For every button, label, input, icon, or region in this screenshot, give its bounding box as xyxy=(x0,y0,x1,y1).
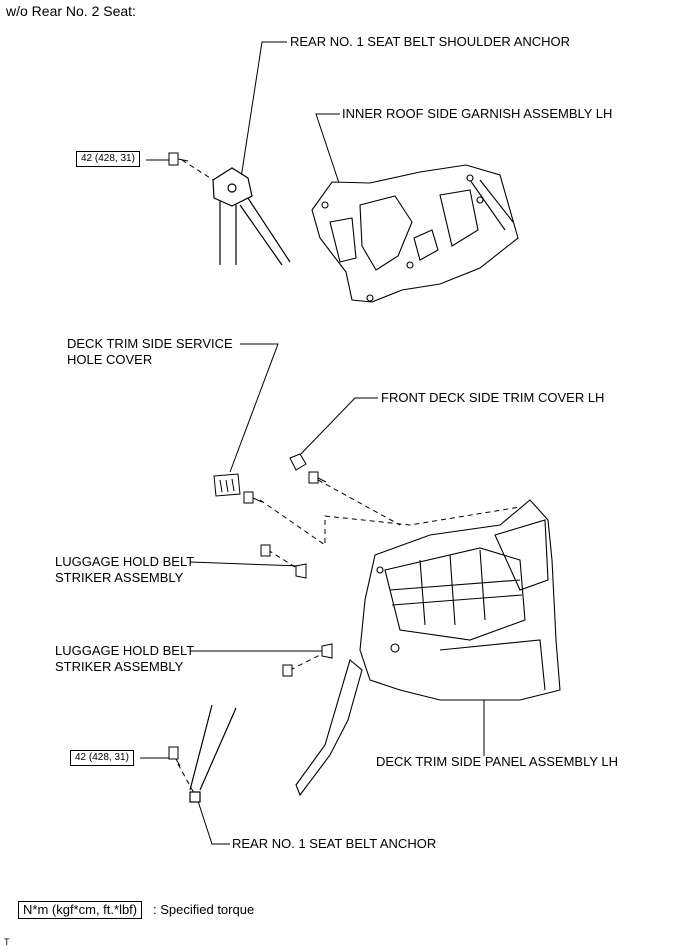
label-inner-roof-garnish: INNER ROOF SIDE GARNISH ASSEMBLY LH xyxy=(342,106,613,121)
label-shoulder-anchor: REAR NO. 1 SEAT BELT SHOULDER ANCHOR xyxy=(290,34,571,49)
legend-description: : Specified torque xyxy=(153,902,255,917)
label-striker-upper-line1: LUGGAGE HOLD BELT xyxy=(55,554,195,569)
leader-striker-upper xyxy=(189,561,301,567)
seat-belt-shoulder-pillar xyxy=(212,167,291,266)
leader-shoulder-anchor xyxy=(240,41,287,179)
torque-box-upper: 42 (428, 31) xyxy=(76,151,140,167)
striker-upper xyxy=(260,544,307,579)
service-hole-cover xyxy=(213,473,241,497)
leader-front-deck-cover xyxy=(296,397,378,459)
corner-mark: T xyxy=(4,937,10,947)
heading: w/o Rear No. 2 Seat: xyxy=(6,3,136,19)
label-front-deck-cover: FRONT DECK SIDE TRIM COVER LH xyxy=(381,390,605,405)
striker-lower xyxy=(282,643,333,677)
bolt-upper xyxy=(168,152,189,166)
torque-box-lower: 42 (428, 31) xyxy=(70,750,134,766)
label-deck-panel: DECK TRIM SIDE PANEL ASSEMBLY LH xyxy=(376,754,619,769)
label-striker-lower-line2: STRIKER ASSEMBLY xyxy=(55,659,184,674)
dashed-line-striker-upper xyxy=(267,549,301,571)
dashed-line-cover-panel xyxy=(317,479,401,526)
label-service-hole-cover-line1: DECK TRIM SIDE SERVICE xyxy=(67,336,233,351)
front-deck-side-cover xyxy=(289,453,307,471)
leader-inner-roof-garnish xyxy=(315,113,341,187)
bolt-service-cover xyxy=(243,491,263,504)
leader-service-hole-cover xyxy=(229,343,279,473)
bolt-front-cover xyxy=(308,471,327,484)
legend-unit-box: N*m (kgf*cm, ft.*lbf) xyxy=(18,901,143,919)
label-striker-lower-line1: LUGGAGE HOLD BELT xyxy=(55,643,195,658)
seat-belt-anchor-lower xyxy=(189,704,237,803)
deck-trim-side-panel xyxy=(295,499,561,797)
leader-belt-anchor xyxy=(196,797,230,845)
label-service-hole-cover-line2: HOLE COVER xyxy=(67,352,153,367)
bolt-lower xyxy=(168,746,181,767)
label-striker-upper-line2: STRIKER ASSEMBLY xyxy=(55,570,184,585)
label-belt-anchor: REAR NO. 1 SEAT BELT ANCHOR xyxy=(232,836,437,851)
inner-roof-garnish xyxy=(311,164,519,303)
dashed-line-bolt-panel xyxy=(259,499,521,546)
dashed-line-anchor-bolt xyxy=(177,763,196,796)
